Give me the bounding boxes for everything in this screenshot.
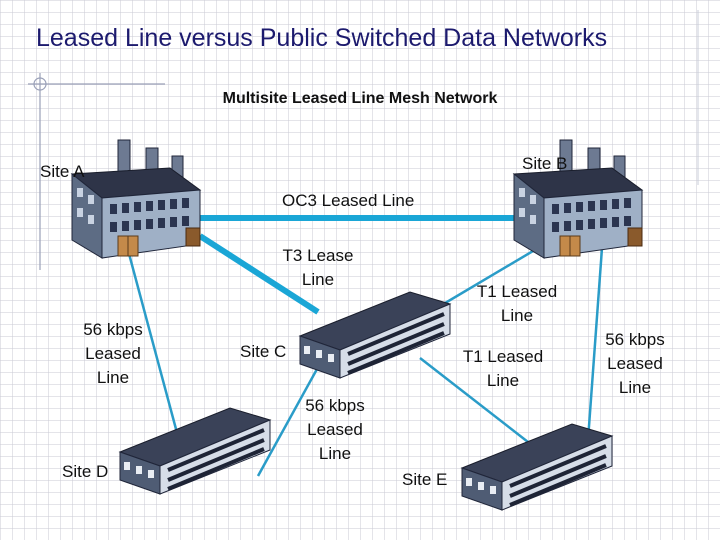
56k-left-line2: Leased — [85, 344, 141, 363]
diagram-subtitle: Multisite Leased Line Mesh Network — [222, 90, 498, 107]
56k-right-line2: Leased — [607, 354, 663, 373]
link-t3 — [198, 233, 320, 315]
site-c-label: Site C — [240, 342, 287, 361]
link-56k-c-d — [256, 359, 324, 477]
t1-upper-link-label: T1 Leased Line — [464, 280, 570, 328]
oc3-link-label: OC3 Leased Line — [282, 191, 415, 210]
56k-right-link-label: 56 kbps Leased Line — [592, 328, 678, 400]
56k-right-line1: 56 kbps — [605, 330, 665, 349]
site-d-label: Site D — [62, 462, 109, 481]
56k-mid-line2: Leased — [307, 420, 363, 439]
56k-mid-line1: 56 kbps — [305, 396, 365, 415]
site-a-building — [71, 139, 201, 259]
t1-upper-line2: Line — [500, 306, 534, 325]
t3-link-label: T3 Lease Line — [270, 244, 366, 292]
t1-lower-line1: T1 Leased — [462, 347, 544, 366]
56k-mid-link-label: 56 kbps Leased Line — [292, 394, 378, 466]
slide-title: Leased Line versus Public Switched Data … — [36, 24, 608, 52]
site-e-building — [460, 422, 614, 512]
56k-left-line3: Line — [96, 368, 130, 387]
56k-left-line1: 56 kbps — [83, 320, 143, 339]
t1-upper-line1: T1 Leased — [476, 282, 558, 301]
56k-left-link-label: 56 kbps Leased Line — [70, 318, 156, 390]
56k-mid-line3: Line — [318, 444, 352, 463]
link-56k-a-d — [126, 249, 182, 445]
link-56k-b-e — [586, 247, 604, 441]
56k-right-line3: Line — [618, 378, 652, 397]
site-b-label: Site B — [522, 154, 568, 173]
site-e-label: Site E — [402, 470, 448, 489]
t1-lower-line2: Line — [486, 371, 520, 390]
site-d-building — [118, 406, 272, 496]
link-t1-c-e — [419, 357, 529, 443]
t3-label-line2: Line — [301, 270, 335, 289]
t3-label-line1: T3 Lease — [282, 246, 354, 265]
t1-lower-link-label: T1 Leased Line — [450, 345, 556, 393]
site-a-label: Site A — [40, 162, 85, 181]
